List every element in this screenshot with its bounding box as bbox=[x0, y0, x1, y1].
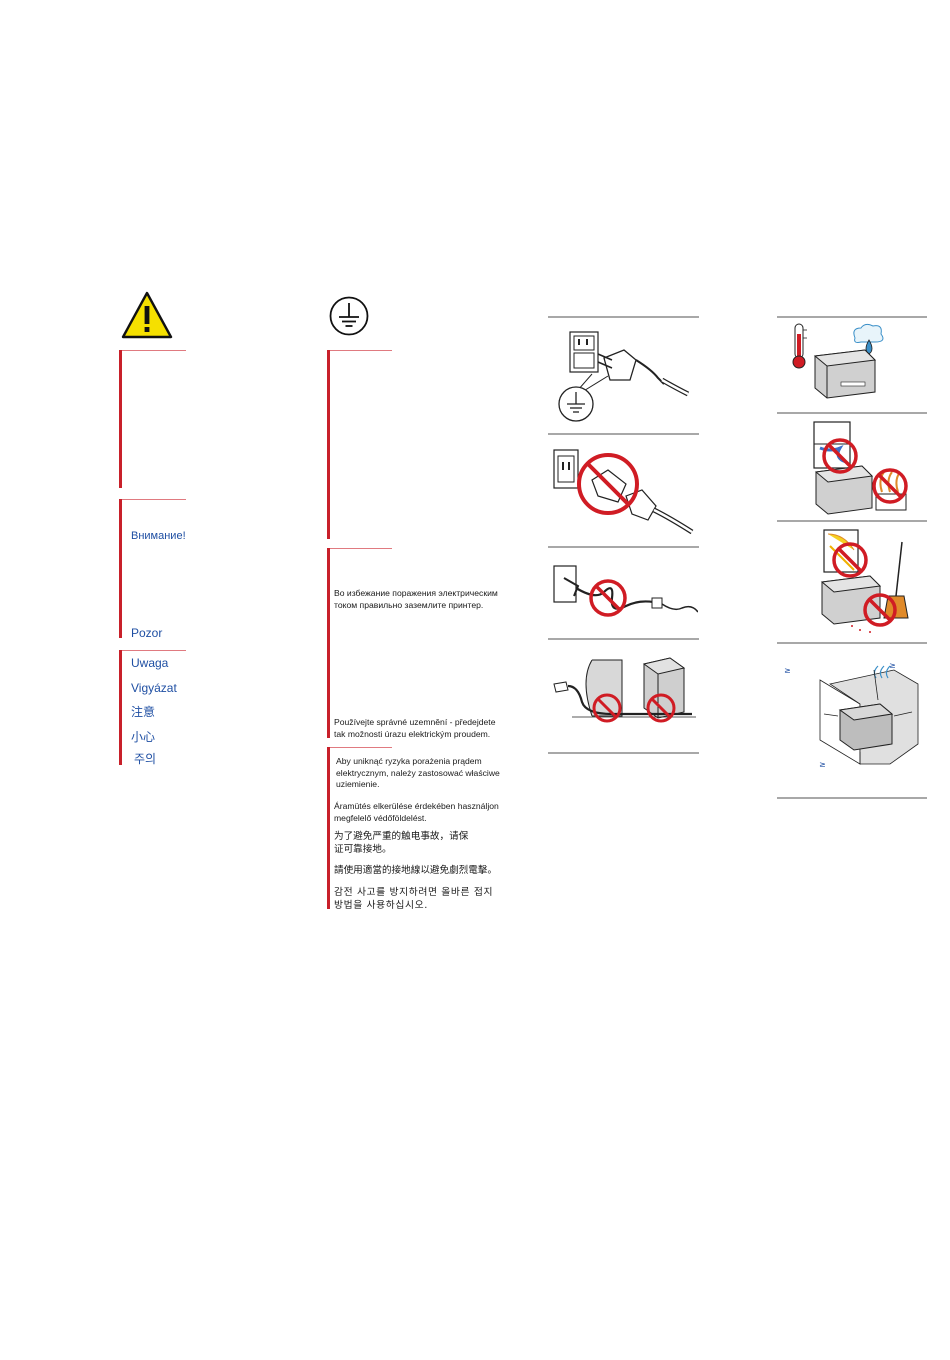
no-window-heater-illustration bbox=[800, 418, 918, 518]
clearance-space-illustration bbox=[790, 660, 920, 770]
section-rule bbox=[122, 499, 186, 500]
no-cord-under-objects-illustration bbox=[552, 650, 698, 730]
divider bbox=[548, 752, 699, 754]
section-rule bbox=[122, 350, 186, 351]
section-rule bbox=[330, 350, 392, 351]
grounding-text-chinese-simplified: 为了避免严重的触电事故，请保证可靠接地。 bbox=[334, 831, 469, 855]
grounding-text-czech: Používejte správné uzemnění - předejdete… bbox=[334, 717, 496, 739]
divider bbox=[777, 520, 927, 522]
divider bbox=[777, 797, 927, 799]
section-bar bbox=[119, 499, 122, 638]
section-bar bbox=[119, 650, 122, 765]
divider bbox=[548, 638, 699, 640]
warning-label-korean: 주의 bbox=[134, 752, 157, 766]
clearance-label-bottom: ≥ bbox=[819, 760, 826, 769]
divider bbox=[777, 316, 927, 318]
no-adapter-plug-illustration bbox=[552, 440, 698, 540]
grounding-text-chinese-traditional: 請使用適當的接地線以避免劇烈電擊。 bbox=[334, 865, 498, 876]
section-rule bbox=[330, 747, 392, 748]
section-rule bbox=[122, 650, 186, 651]
divider bbox=[777, 412, 927, 414]
divider bbox=[548, 316, 699, 318]
warning-label-czech: Pozor bbox=[131, 626, 163, 640]
ground-symbol-icon bbox=[328, 295, 370, 337]
section-rule bbox=[330, 548, 392, 549]
grounding-text-hungarian: Áramütés elkerülése érdekében használjon… bbox=[334, 801, 499, 823]
divider bbox=[548, 546, 699, 548]
warning-label-polish: Uwaga bbox=[131, 656, 169, 670]
section-bar bbox=[119, 350, 122, 488]
grounding-text-korean: 감전 사고를 방지하려면 올바른 접지방법을 사용하십시오. bbox=[334, 887, 494, 911]
warning-label-chinese-traditional: 小心 bbox=[131, 730, 156, 744]
section-bar bbox=[327, 548, 330, 738]
warning-label-chinese-simplified: 注意 bbox=[131, 705, 156, 719]
temperature-humidity-illustration bbox=[785, 320, 925, 410]
divider bbox=[548, 433, 699, 435]
clearance-label-top: ≥ bbox=[889, 661, 896, 670]
section-bar bbox=[327, 747, 330, 909]
no-sunlight-dust-illustration bbox=[800, 526, 918, 638]
warning-label-hungarian: Vigyázat bbox=[131, 681, 177, 695]
clearance-label-left: ≥ bbox=[784, 666, 791, 675]
warning-label-russian: Внимание! bbox=[131, 530, 186, 542]
grounded-plug-illustration bbox=[552, 322, 692, 426]
section-bar bbox=[327, 350, 330, 539]
no-cord-coil-illustration bbox=[552, 552, 698, 636]
divider bbox=[777, 642, 927, 644]
grounding-text-russian: Во избежание поражения электрическим ток… bbox=[334, 588, 498, 610]
warning-triangle-icon bbox=[121, 291, 173, 339]
grounding-text-polish: Aby uniknąć ryzyka porażenia prądem elek… bbox=[336, 756, 500, 789]
